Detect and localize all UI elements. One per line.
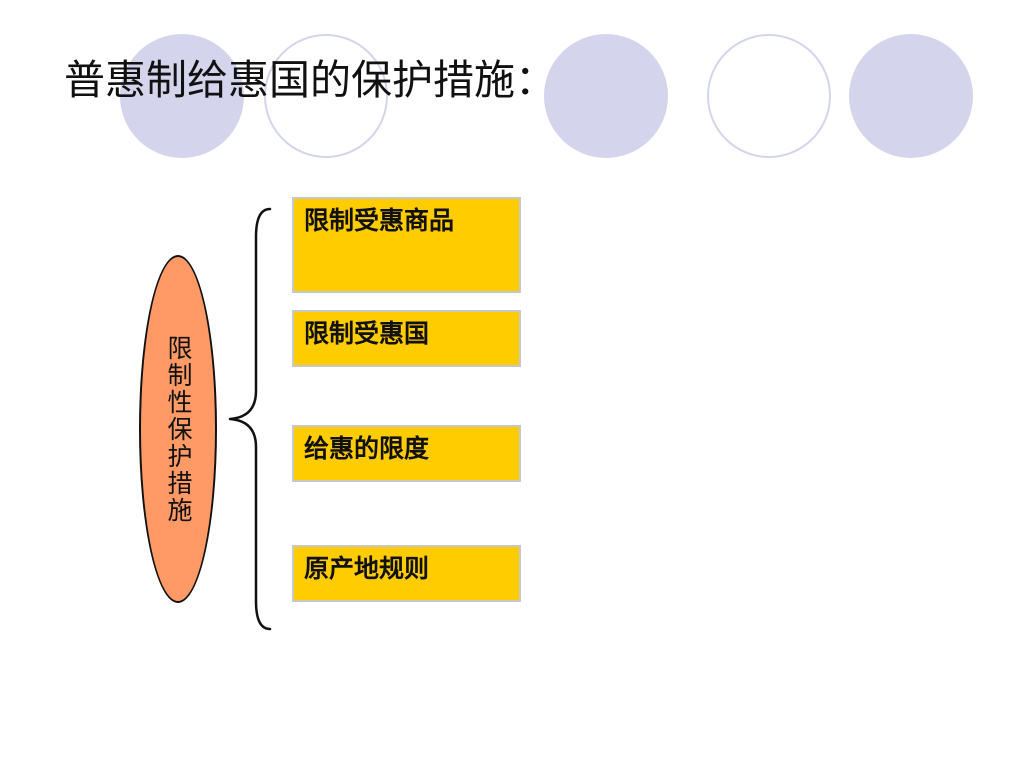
measure-box-restrict-products: 限制受惠商品 <box>292 197 521 293</box>
decorative-circle-5 <box>849 34 973 158</box>
decorative-circle-4 <box>707 34 831 158</box>
decorative-circle-3 <box>544 34 668 158</box>
curly-brace-connector <box>228 207 272 631</box>
measure-box-preference-limit: 给惠的限度 <box>292 425 521 482</box>
category-oval: 限制性保护措施 <box>139 255 217 603</box>
decorative-circle-1 <box>120 34 244 158</box>
decorative-circle-2 <box>264 34 388 158</box>
category-label: 限制性保护措施 <box>164 334 193 524</box>
measure-box-rules-of-origin: 原产地规则 <box>292 545 521 602</box>
measure-box-restrict-countries: 限制受惠国 <box>292 310 521 367</box>
page-title: 普惠制给惠国的保护措施： <box>64 56 556 104</box>
